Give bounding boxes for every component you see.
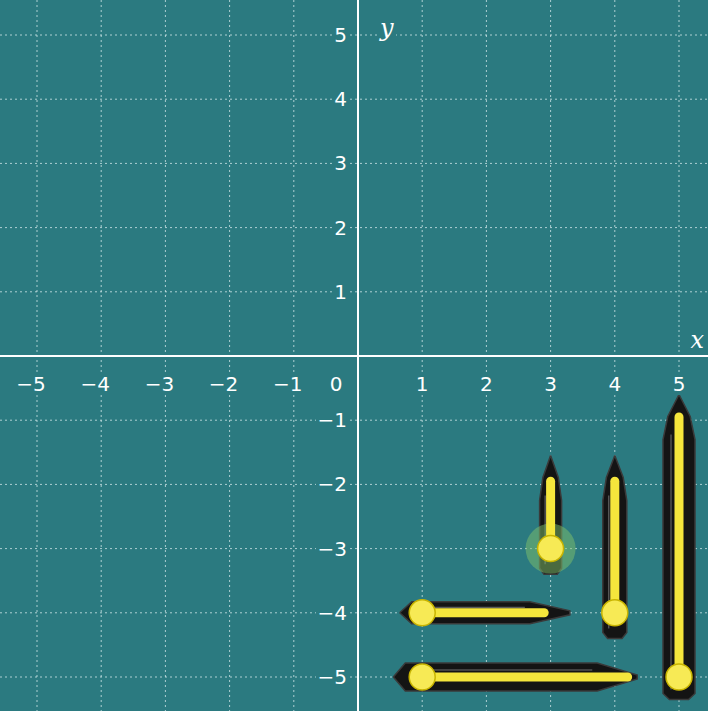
battleship — [400, 600, 570, 626]
tick-label: −1 — [271, 373, 304, 395]
tick-label: 2 — [478, 373, 495, 395]
battleship — [663, 395, 695, 700]
y-axis — [357, 0, 359, 711]
axis-name: x — [688, 327, 706, 353]
x-axis — [0, 355, 708, 357]
tick-label: −3 — [143, 373, 176, 395]
tick-label: 3 — [332, 152, 349, 174]
tick-label: −4 — [78, 373, 111, 395]
tick-label: 0 — [328, 373, 345, 395]
tick-label: 4 — [332, 88, 349, 110]
tick-label: −4 — [316, 602, 349, 624]
ships — [393, 395, 695, 700]
tick-label: −3 — [316, 538, 349, 560]
battleship — [393, 663, 637, 691]
tick-label: −1 — [316, 409, 349, 431]
tick-label: 1 — [332, 281, 349, 303]
battleship — [602, 456, 628, 639]
tick-label: 3 — [542, 373, 559, 395]
tick-label: −5 — [316, 666, 349, 688]
tick-label: −2 — [207, 373, 240, 395]
tick-label: 4 — [606, 373, 623, 395]
tick-label: −5 — [14, 373, 47, 395]
tick-label: −2 — [316, 473, 349, 495]
battleship — [526, 456, 576, 575]
tick-label: 2 — [332, 217, 349, 239]
tick-label: 5 — [332, 24, 349, 46]
tick-label: 5 — [671, 373, 688, 395]
axis-name: y — [378, 15, 396, 41]
tick-label: 1 — [414, 373, 431, 395]
